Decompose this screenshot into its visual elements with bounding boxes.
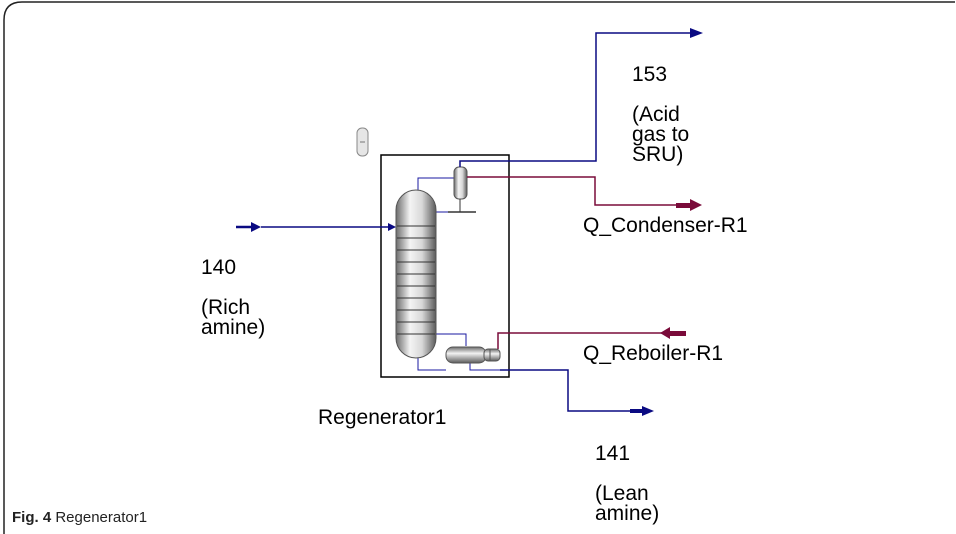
condenser-drum[interactable] <box>448 166 476 213</box>
stream-141-desc: (Lean amine) <box>595 482 660 525</box>
condenser-duty-line[interactable] <box>467 176 702 211</box>
condenser-duty-label: Q_Condenser-R1 <box>583 214 748 237</box>
stream-140-id: 140 <box>201 256 237 279</box>
block-tag-icon <box>356 127 369 157</box>
stream-141-id: 141 <box>595 442 631 465</box>
regenerator-block-frame[interactable] <box>380 154 510 378</box>
distillation-column[interactable] <box>395 189 437 359</box>
stream-140-label: 140 (Rich amine) <box>201 238 265 338</box>
reboiler-exchanger[interactable] <box>445 346 501 364</box>
figure-number: Fig. 4 <box>12 509 52 526</box>
stream-140-line[interactable] <box>236 222 396 232</box>
block-name-label: Regenerator1 <box>318 406 447 429</box>
reboiler-duty-label: Q_Reboiler-R1 <box>583 342 724 365</box>
stream-153-id: 153 <box>632 63 668 86</box>
stream-153-line[interactable] <box>459 28 703 167</box>
stream-141-label: 141 (Lean amine) <box>595 424 659 524</box>
stream-140-desc: (Rich amine) <box>201 296 266 339</box>
figure-caption-text: Regenerator1 <box>55 509 148 526</box>
stream-141-line[interactable] <box>500 369 654 416</box>
stream-153-desc: (Acid gas to SRU) <box>632 103 690 166</box>
reboiler-duty-line[interactable] <box>497 327 686 349</box>
stream-153-label: 153 (Acid gas to SRU) <box>632 45 689 165</box>
figure-caption: Fig. 4 Regenerator1 <box>12 509 147 526</box>
figure-border <box>3 1 955 534</box>
